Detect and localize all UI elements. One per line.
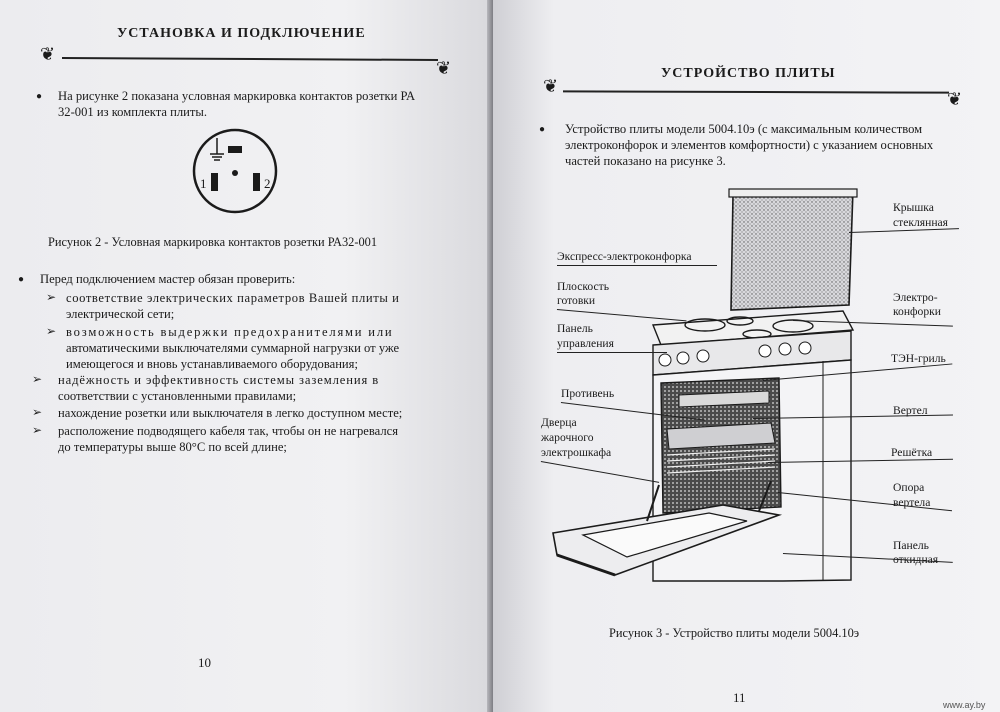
check-4-line-1: нахождение розетки или выключателя в лег… [58, 406, 403, 420]
ornament-right-icon: ❦ [947, 89, 963, 109]
label-tray: Противень [561, 387, 615, 400]
leader-line [557, 352, 667, 353]
bullet-icon: ● [36, 91, 43, 102]
header-rule [562, 90, 950, 94]
label-surface-line-1: Плоскость [557, 280, 610, 293]
label-drop-panel-line-1: Панель [893, 539, 929, 552]
check-3-line-2: соответствии с установленными правилами; [58, 389, 297, 403]
check-2-line-3: имеющегося и вновь устанавливаемого обор… [66, 357, 358, 371]
check-intro: Перед подключением мастер обязан провери… [40, 272, 296, 286]
check-5-line-1: расположение подводящего кабеля так, что… [58, 424, 399, 438]
left-page: УСТАНОВКА И ПОДКЛЮЧЕНИЕ ❦ ❦ ● На рисунке… [0, 0, 493, 712]
intro-line-2: 32-001 из комплекта плиты. [58, 105, 208, 119]
label-lid-line-2: стеклянная [893, 216, 948, 229]
watermark: www.ay.by [943, 700, 986, 710]
intro-line-3: частей показано на рисунке 3. [565, 154, 726, 168]
label-surface-line-2: готовки [557, 294, 596, 307]
ornament-left-icon: ❦ [40, 44, 56, 64]
arrow-bullet-icon: ➢ [32, 372, 43, 386]
socket-contact-2: 2 [264, 176, 271, 191]
intro-line-2: электроконфорок и элементов комфортности… [565, 138, 934, 152]
arrow-bullet-icon: ➢ [46, 290, 57, 304]
label-rack: Решётка [891, 446, 933, 459]
right-page: ❦ УСТРОЙСТВО ПЛИТЫ ❦ ● Устройство плиты … [493, 0, 1000, 712]
label-support-line-1: Опора [893, 481, 925, 494]
label-spit: Вертел [893, 404, 928, 417]
socket-diagram [192, 128, 278, 214]
arrow-bullet-icon: ➢ [32, 423, 43, 437]
label-express-burner: Экспресс-электроконфорка [557, 250, 692, 263]
check-1-line-2: электрической сети; [66, 307, 175, 321]
bullet-icon: ● [18, 274, 25, 285]
leader-line [557, 265, 717, 266]
left-page-number: 10 [198, 655, 211, 670]
check-2-line-2: автоматическими выключателями суммарной … [66, 341, 400, 355]
figure-3-caption: Рисунок 3 - Устройство плиты модели 5004… [609, 626, 860, 640]
label-burners-line-2: конфорки [893, 305, 941, 318]
bullet-icon: ● [539, 124, 546, 135]
label-panel-line-2: управления [557, 337, 614, 350]
arrow-bullet-icon: ➢ [46, 324, 57, 338]
figure-2-caption: Рисунок 2 - Условная маркировка контакто… [48, 235, 378, 249]
check-5-line-2: до температуры выше 80°С по всей длине; [58, 440, 287, 454]
ornament-right-icon: ❦ [436, 58, 452, 78]
socket-contact-1: 1 [200, 176, 207, 191]
label-door-line-1: Дверца [541, 416, 577, 429]
label-grill: ТЭН-гриль [891, 352, 946, 365]
ornament-left-icon: ❦ [543, 76, 559, 96]
label-panel-line-1: Панель [557, 322, 593, 335]
check-2-line-1: возможность выдержки предохранителями ил… [66, 325, 394, 339]
right-page-header: УСТРОЙСТВО ПЛИТЫ [661, 66, 836, 81]
label-lid-line-1: Крышка [893, 201, 934, 214]
left-page-header: УСТАНОВКА И ПОДКЛЮЧЕНИЕ [117, 26, 366, 41]
stove-illustration [552, 188, 858, 582]
intro-line-1: На рисунке 2 показана условная маркировк… [58, 89, 416, 103]
check-3-line-1: надёжность и эффективность системы зазем… [58, 373, 380, 387]
label-burners-line-1: Электро- [893, 291, 938, 304]
check-1-line-1: соответствие электрических параметров Ва… [66, 291, 400, 305]
right-page-number: 11 [733, 690, 746, 705]
label-door-line-3: электрошкафа [541, 446, 612, 459]
header-rule [61, 57, 439, 61]
label-door-line-2: жарочного [541, 431, 594, 444]
intro-line-1: Устройство плиты модели 5004.10э (с макс… [565, 122, 923, 136]
arrow-bullet-icon: ➢ [32, 405, 43, 419]
